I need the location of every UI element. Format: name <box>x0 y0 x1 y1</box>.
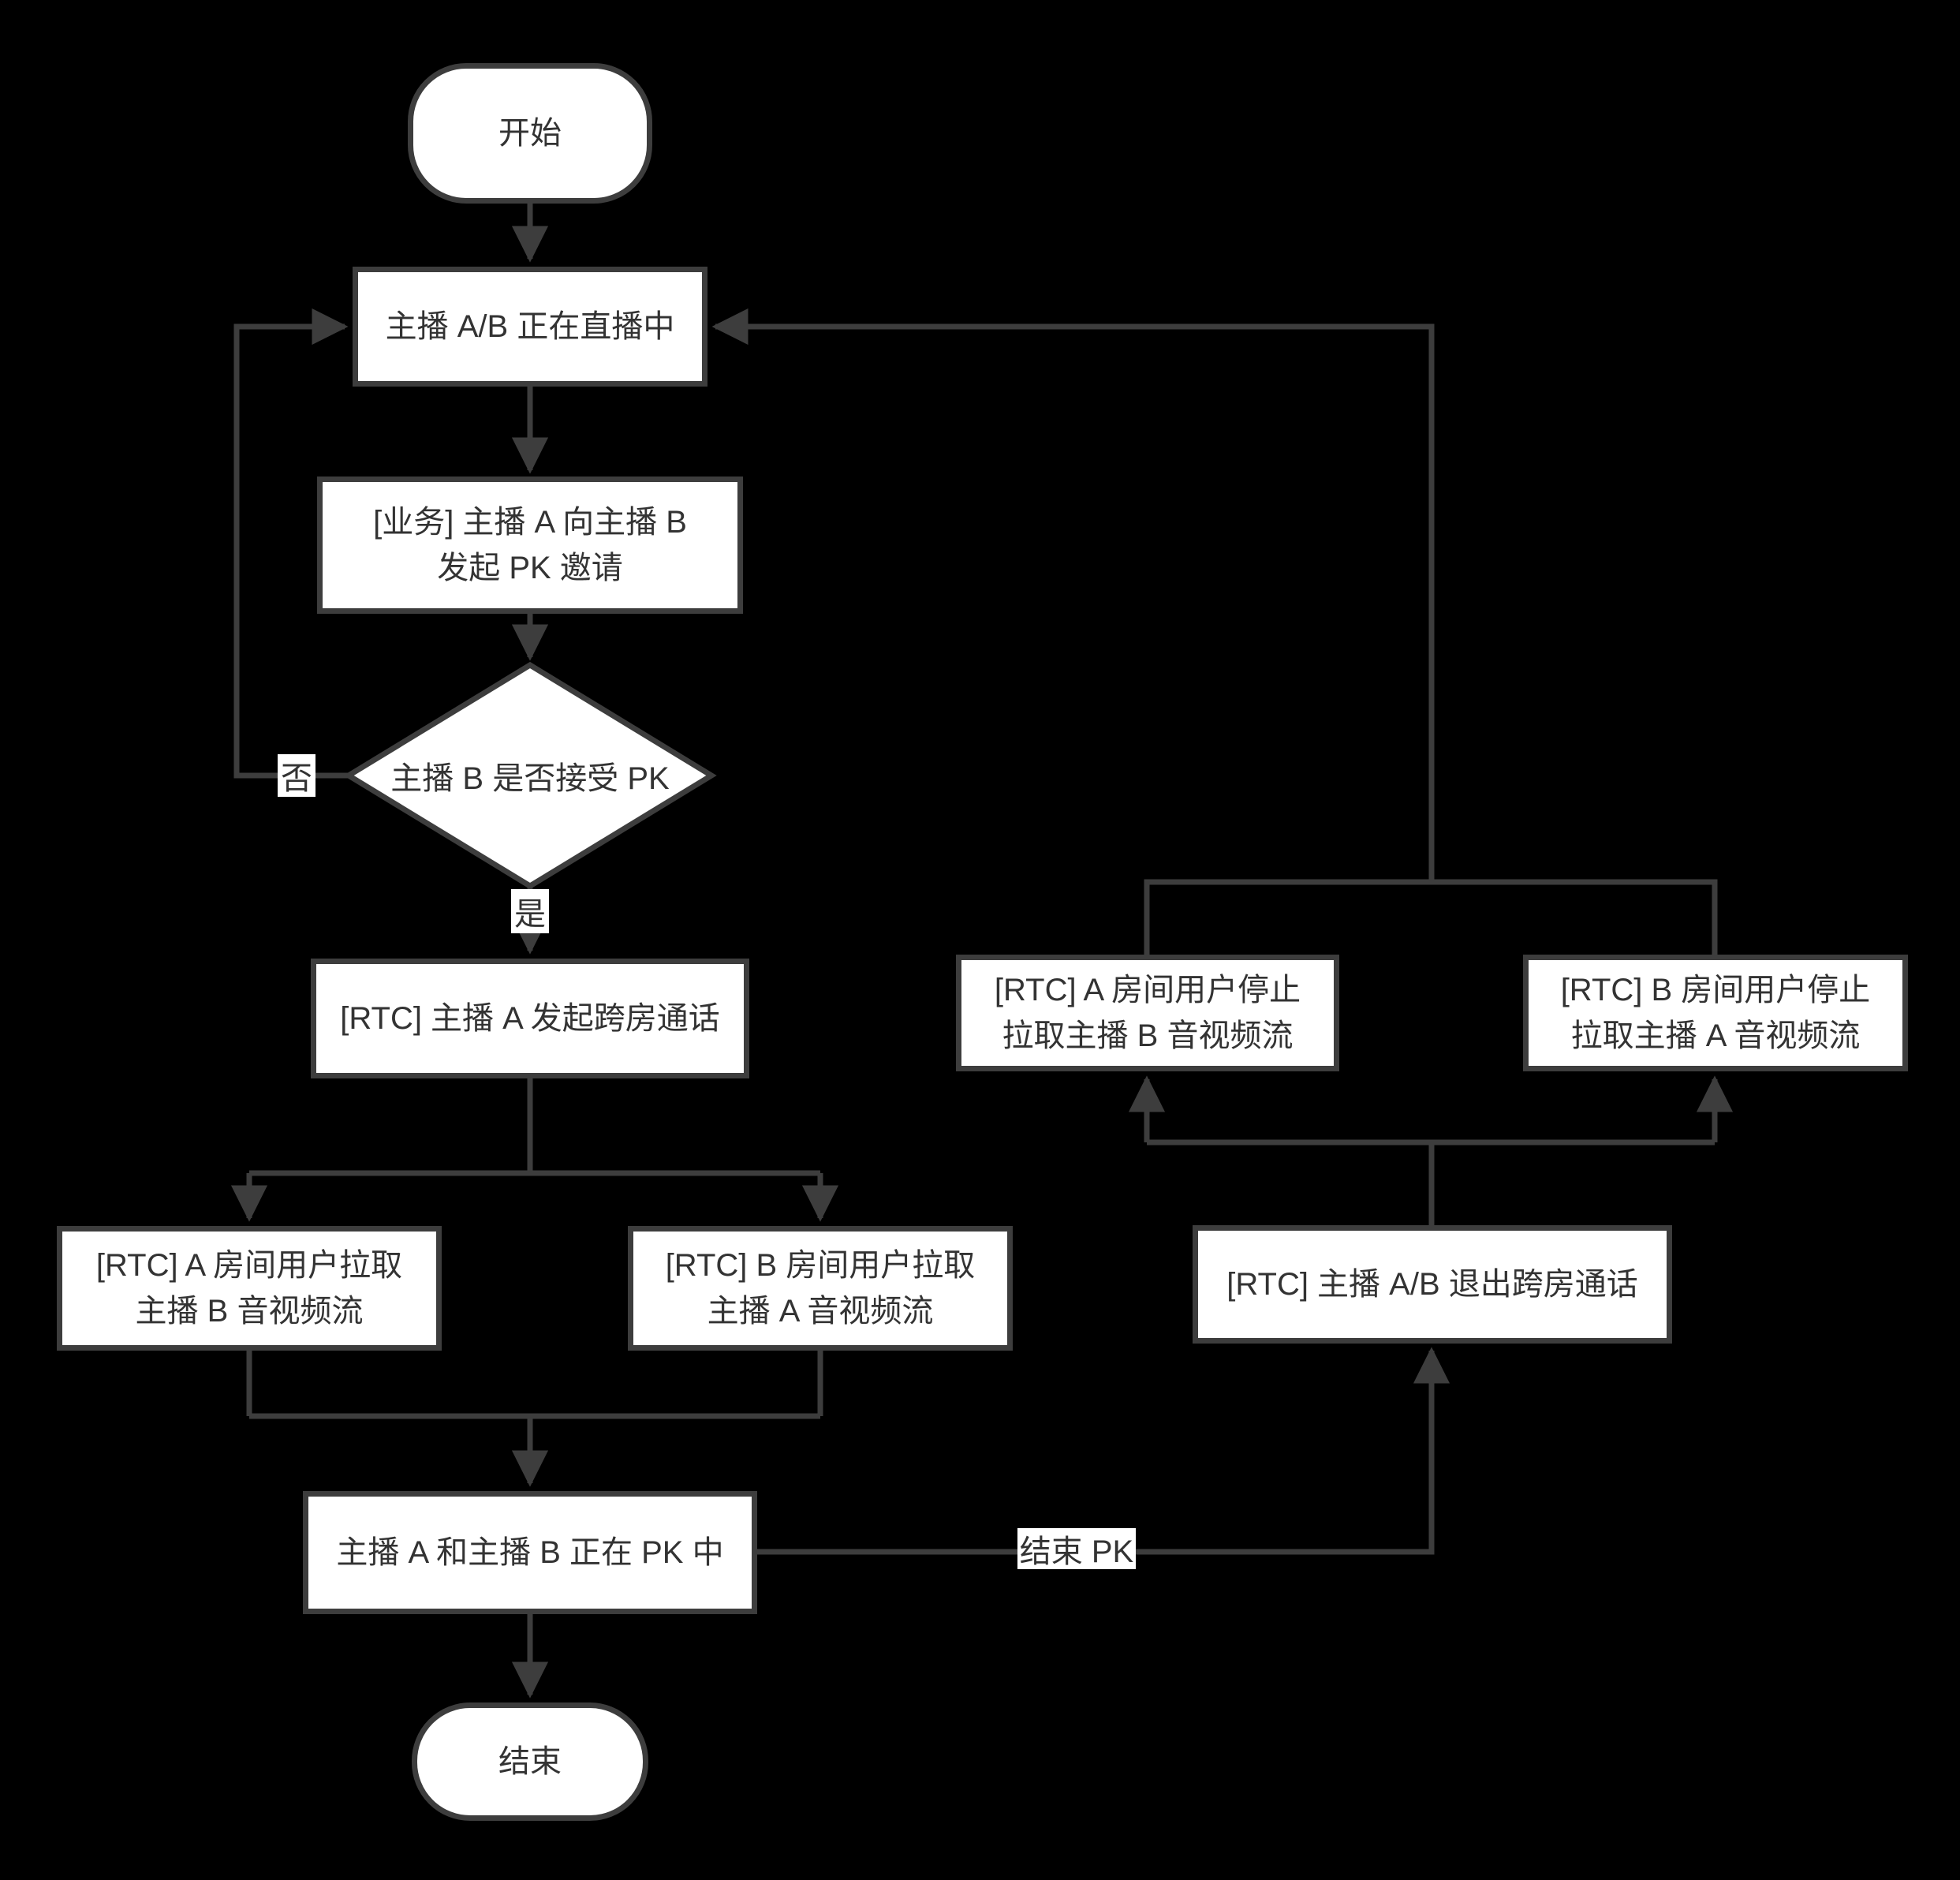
pull-a-node-line2: 主播 B 音视频流 <box>135 1294 364 1329</box>
start-node: 开始 <box>408 63 652 204</box>
pull-b-node: [RTC] B 房间用户拉取 主播 A 音视频流 <box>628 1226 1013 1351</box>
stop-a-node: [RTC] A 房间用户停止 拉取主播 B 音视频流 <box>956 955 1339 1071</box>
stop-a-node-line2: 拉取主播 B 音视频流 <box>1002 1018 1294 1053</box>
pk-node: 主播 A 和主播 B 正在 PK 中 <box>303 1491 757 1614</box>
rtc-call-node-label: [RTC] 主播 A 发起跨房通话 <box>340 1001 720 1036</box>
edge-pk-to-exit <box>757 1347 1450 1555</box>
live-node-label: 主播 A/B 正在直播中 <box>385 309 675 344</box>
pk-node-label: 主播 A 和主播 B 正在 PK 中 <box>336 1535 724 1570</box>
edge-feedback-to-live <box>711 308 1435 882</box>
edge-label-yes: 是 <box>511 889 549 933</box>
stop-a-node-line1: [RTC] A 房间用户停止 <box>994 973 1301 1007</box>
edge-stops-merge-trunk <box>1144 879 1718 955</box>
pull-b-node-line1: [RTC] B 房间用户拉取 <box>665 1248 976 1283</box>
edge-pull-merge-trunk <box>246 1351 823 1419</box>
start-node-label: 开始 <box>498 116 562 151</box>
stop-b-node-line2: 拉取主播 A 音视频流 <box>1570 1018 1861 1053</box>
edge-call-split-trunk <box>249 1078 820 1176</box>
pull-a-node-line1: [RTC] A 房间用户拉取 <box>95 1248 403 1283</box>
invite-node-line2: 发起 PK 邀请 <box>437 551 623 585</box>
edge-label-no: 否 <box>278 754 315 797</box>
stop-b-node: [RTC] B 房间用户停止 拉取主播 A 音视频流 <box>1523 955 1908 1071</box>
live-node: 主播 A/B 正在直播中 <box>353 267 707 387</box>
pull-b-node-line2: 主播 A 音视频流 <box>707 1294 934 1329</box>
invite-node-line1: [业务] 主播 A 向主播 B <box>373 505 687 540</box>
decision-diamond-shape <box>343 661 717 890</box>
rtc-call-node: [RTC] 主播 A 发起跨房通话 <box>311 959 749 1078</box>
edge-exit-split-trunk <box>1147 1139 1715 1225</box>
invite-node: [业务] 主播 A 向主播 B 发起 PK 邀请 <box>317 477 743 614</box>
end-node: 结束 <box>412 1702 648 1821</box>
pull-a-node: [RTC] A 房间用户拉取 主播 B 音视频流 <box>57 1226 442 1351</box>
exit-call-node: [RTC] 主播 A/B 退出跨房通话 <box>1193 1225 1672 1344</box>
end-node-label: 结束 <box>498 1744 562 1779</box>
decision-node-label: 主播 B 是否接受 PK <box>390 761 670 796</box>
exit-call-node-label: [RTC] 主播 A/B 退出跨房通话 <box>1226 1267 1638 1302</box>
edge-label-end-pk: 结束 PK <box>1017 1528 1136 1569</box>
stop-b-node-line1: [RTC] B 房间用户停止 <box>1560 973 1871 1007</box>
